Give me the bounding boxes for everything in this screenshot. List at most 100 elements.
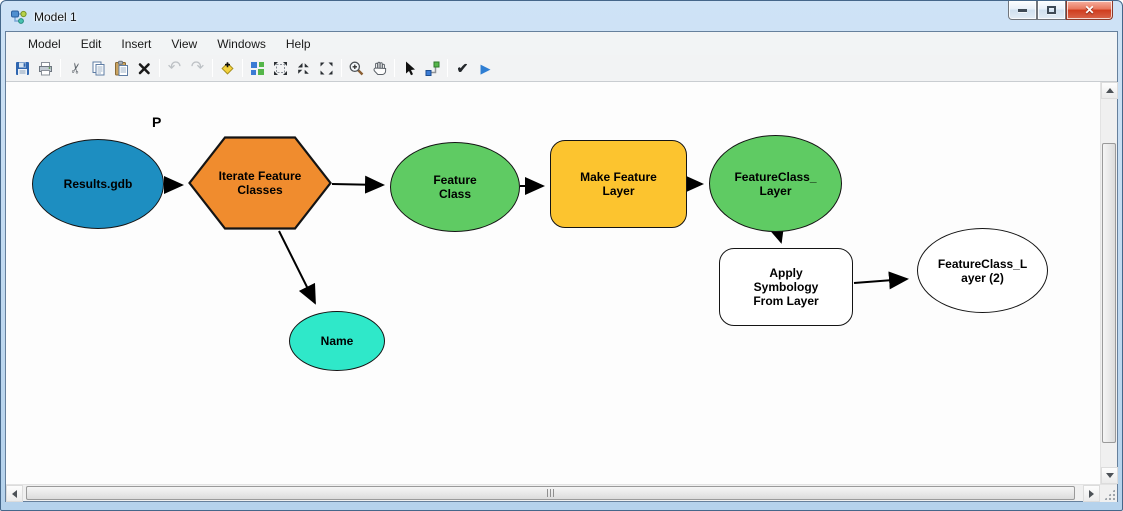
connect-icon xyxy=(425,61,440,76)
scroll-up-icon xyxy=(1105,88,1114,93)
node-label: FeatureClass_Layer (2) xyxy=(937,256,1028,285)
select-icon xyxy=(406,61,415,75)
menu-model[interactable]: Model xyxy=(28,36,61,51)
toolbar: ✂ xyxy=(6,55,1117,82)
toolbar-separator xyxy=(242,59,243,77)
node-featureclass-layer[interactable]: FeatureClass_Layer xyxy=(709,135,842,232)
zoom-in-button[interactable] xyxy=(345,57,368,80)
node-feature-class[interactable]: Feature Class xyxy=(390,142,520,232)
actual-size-button[interactable] xyxy=(315,57,338,80)
full-extent-icon xyxy=(274,61,287,75)
paste-icon xyxy=(115,60,128,76)
add-data-button[interactable] xyxy=(216,57,239,80)
node-iterate-feature-classes[interactable]: Iterate Feature Classes xyxy=(187,135,333,231)
connect-button[interactable] xyxy=(421,57,444,80)
save-icon xyxy=(16,61,29,75)
pan-button[interactable] xyxy=(368,57,391,80)
toolbar-separator xyxy=(60,59,61,77)
minimize-icon xyxy=(1018,8,1027,12)
run-icon: ▶ xyxy=(480,60,491,76)
add-data-icon xyxy=(221,61,234,75)
validate-icon: ✔ xyxy=(456,60,469,76)
maximize-icon xyxy=(1047,6,1056,14)
node-label: Make Feature Layer xyxy=(580,170,657,198)
node-featureclass-layer-2[interactable]: FeatureClass_Layer (2) xyxy=(917,228,1048,313)
window-title: Model 1 xyxy=(34,9,77,24)
toolbar-separator xyxy=(394,59,395,77)
cut-icon: ✂ xyxy=(66,60,85,76)
validate-model-button[interactable]: ✔ xyxy=(451,57,474,80)
delete-icon xyxy=(138,62,150,74)
redo-icon: ↷ xyxy=(190,59,205,76)
horizontal-scroll-track[interactable] xyxy=(23,485,1083,501)
vertical-scroll-thumb[interactable] xyxy=(1102,143,1116,443)
actual-size-icon xyxy=(320,62,333,74)
menubar: Model Edit Insert View Windows Help xyxy=(6,32,1117,55)
horizontal-scroll-thumb[interactable] xyxy=(26,486,1075,500)
node-label: Results.gdb xyxy=(63,177,133,191)
copy-button[interactable] xyxy=(87,57,110,80)
fit-to-window-button[interactable] xyxy=(292,57,315,80)
horizontal-scrollbar[interactable] xyxy=(6,484,1117,502)
client-area: Model Edit Insert View Windows Help xyxy=(5,31,1118,502)
save-button[interactable] xyxy=(11,57,34,80)
menu-windows[interactable]: Windows xyxy=(217,36,266,51)
titlebar[interactable]: Model 1 ✕ xyxy=(1,1,1122,31)
toolbar-separator xyxy=(159,59,160,77)
minimize-button[interactable] xyxy=(1008,1,1037,20)
resize-grip-icon[interactable] xyxy=(1104,489,1115,500)
scroll-left-button[interactable] xyxy=(6,485,23,502)
scroll-right-button[interactable] xyxy=(1083,485,1100,502)
caption-buttons: ✕ xyxy=(1008,1,1113,20)
close-icon: ✕ xyxy=(1084,3,1095,17)
delete-button[interactable] xyxy=(133,57,156,80)
pan-icon xyxy=(373,61,387,75)
full-extent-button[interactable] xyxy=(269,57,292,80)
hexagon-shape xyxy=(188,136,332,230)
node-results-gdb[interactable]: Results.gdb xyxy=(32,139,164,229)
scrollbar-corner xyxy=(1100,485,1117,502)
print-button[interactable] xyxy=(34,57,57,80)
undo-button[interactable]: ↶ xyxy=(163,57,186,80)
zoom-in-icon xyxy=(349,61,364,75)
scroll-right-icon xyxy=(1089,489,1094,498)
vertical-scroll-track[interactable] xyxy=(1101,99,1117,467)
scroll-left-icon xyxy=(12,489,17,498)
auto-layout-button[interactable] xyxy=(246,57,269,80)
node-apply-symbology-from-layer[interactable]: Apply Symbology From Layer xyxy=(719,248,853,326)
scroll-up-button[interactable] xyxy=(1101,82,1118,99)
menu-view[interactable]: View xyxy=(171,36,198,51)
auto-layout-icon xyxy=(251,61,264,75)
close-button[interactable]: ✕ xyxy=(1066,1,1113,20)
undo-icon: ↶ xyxy=(167,59,182,76)
cut-button[interactable]: ✂ xyxy=(64,57,87,80)
toolbar-separator xyxy=(341,59,342,77)
node-label: Iterate Feature Classes xyxy=(218,169,302,197)
toolbar-separator xyxy=(212,59,213,77)
model-canvas[interactable]: P Results.gdb Iterate Feature Classes Fe… xyxy=(6,82,1100,484)
scroll-grip-icon xyxy=(546,489,555,497)
canvas-row: P Results.gdb Iterate Feature Classes Fe… xyxy=(6,82,1118,484)
redo-button[interactable]: ↷ xyxy=(186,57,209,80)
node-label: FeatureClass_Layer xyxy=(734,169,817,198)
run-model-button[interactable]: ▶ xyxy=(474,57,497,80)
toolbar-separator xyxy=(447,59,448,77)
menu-help[interactable]: Help xyxy=(285,36,311,51)
node-label: Feature Class xyxy=(433,173,477,201)
node-make-feature-layer[interactable]: Make Feature Layer xyxy=(550,140,687,228)
scroll-down-button[interactable] xyxy=(1101,467,1118,484)
menu-insert[interactable]: Insert xyxy=(121,36,152,51)
node-label: Apply Symbology From Layer xyxy=(753,266,819,308)
vertical-scrollbar[interactable] xyxy=(1100,82,1118,484)
modelbuilder-icon xyxy=(11,10,27,24)
select-button[interactable] xyxy=(398,57,421,80)
scroll-down-icon xyxy=(1105,473,1114,478)
print-icon xyxy=(39,61,52,75)
parameter-flag: P xyxy=(152,114,162,130)
maximize-button[interactable] xyxy=(1037,1,1066,20)
node-name[interactable]: Name xyxy=(289,311,385,371)
menu-edit[interactable]: Edit xyxy=(80,36,102,51)
model-connectors xyxy=(164,175,909,305)
paste-button[interactable] xyxy=(110,57,133,80)
